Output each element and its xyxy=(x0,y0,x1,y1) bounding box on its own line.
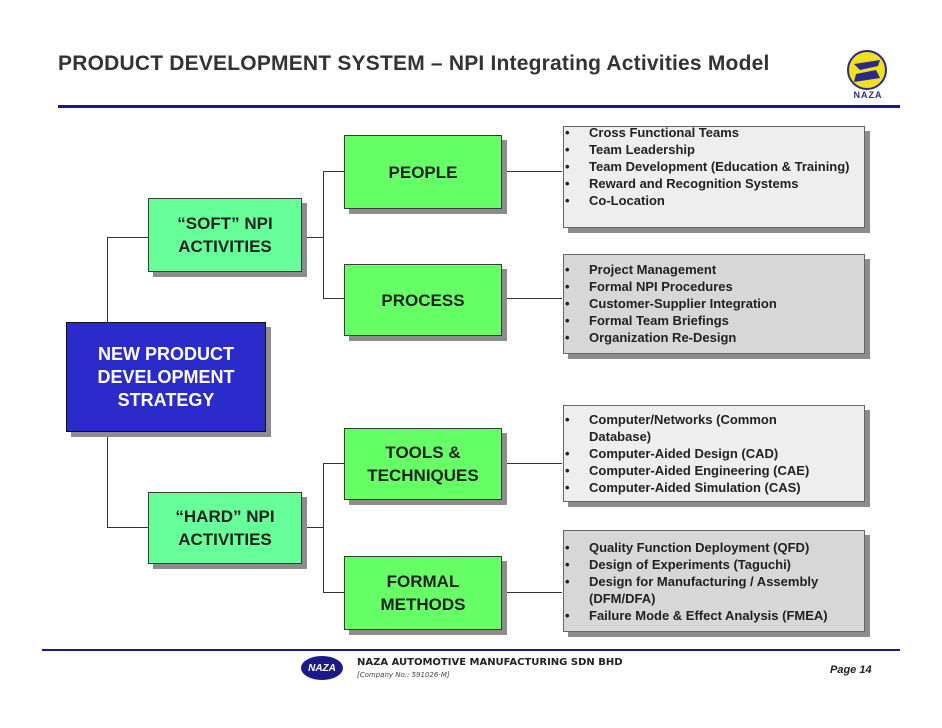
list-item: Team Development (Education & Training) xyxy=(562,158,862,175)
header-divider xyxy=(58,105,900,108)
tools-box: TOOLS & TECHNIQUES xyxy=(344,428,502,500)
connector xyxy=(502,592,562,593)
soft-npi-box: “SOFT” NPI ACTIVITIES xyxy=(148,198,302,272)
list-item: Customer-Supplier Integration xyxy=(562,295,862,312)
logo-text: NAZA xyxy=(853,90,883,100)
company-name: NAZA AUTOMOTIVE MANUFACTURING SDN BHD xyxy=(357,657,623,668)
process-box: PROCESS xyxy=(344,264,502,336)
connector xyxy=(107,237,149,238)
connector xyxy=(107,432,108,528)
connector xyxy=(323,463,324,593)
page-number: Page 14 xyxy=(830,664,872,676)
list-item: Quality Function Deployment (QFD) xyxy=(562,539,862,556)
list-item: Computer-Aided Design (CAD) xyxy=(562,445,862,462)
connector xyxy=(107,527,149,528)
formal-methods-list: Quality Function Deployment (QFD) Design… xyxy=(562,539,862,624)
list-item: Design for Manufacturing / Assembly (DFM… xyxy=(562,573,862,607)
connector xyxy=(323,463,345,464)
formal-methods-label: FORMAL METHODS xyxy=(380,572,466,614)
people-label: PEOPLE xyxy=(388,162,458,182)
list-item: Organization Re-Design xyxy=(562,329,862,346)
list-item: Project Management xyxy=(562,261,862,278)
list-item: Co-Location xyxy=(562,192,862,209)
footer-divider xyxy=(42,649,900,651)
strategy-label: NEW PRODUCT DEVELOPMENT STRATEGY xyxy=(97,343,235,410)
tools-label: TOOLS & TECHNIQUES xyxy=(367,443,479,485)
list-item: Failure Mode & Effect Analysis (FMEA) xyxy=(562,607,862,624)
connector xyxy=(323,171,345,172)
connector xyxy=(502,463,562,464)
process-label: PROCESS xyxy=(381,290,465,310)
list-item: Computer-Aided Simulation (CAS) xyxy=(562,479,862,496)
process-list: Project Management Formal NPI Procedures… xyxy=(562,261,862,346)
connector xyxy=(323,171,324,299)
list-item: Design of Experiments (Taguchi) xyxy=(562,556,862,573)
tools-list: Computer/Networks (Common Database) Comp… xyxy=(562,411,862,496)
list-item: Formal Team Briefings xyxy=(562,312,862,329)
strategy-box: NEW PRODUCT DEVELOPMENT STRATEGY xyxy=(66,322,266,432)
footer-logo: NAZA xyxy=(301,656,343,680)
soft-npi-label: “SOFT” NPI ACTIVITIES xyxy=(177,214,273,256)
company-number: [Company No.: 591026-M] xyxy=(357,671,450,679)
connector xyxy=(107,237,108,323)
connector xyxy=(302,237,324,238)
list-item: Cross Functional Teams xyxy=(562,124,862,141)
connector xyxy=(323,592,345,593)
hard-npi-label: “HARD” NPI ACTIVITIES xyxy=(175,507,275,549)
list-item: Reward and Recognition Systems xyxy=(562,175,862,192)
connector xyxy=(302,527,324,528)
connector xyxy=(502,298,562,299)
people-box: PEOPLE xyxy=(344,135,502,209)
people-list: Cross Functional Teams Team Leadership T… xyxy=(562,124,862,209)
connector xyxy=(502,171,562,172)
list-item: Formal NPI Procedures xyxy=(562,278,862,295)
formal-methods-box: FORMAL METHODS xyxy=(344,556,502,630)
list-item: Computer/Networks (Common Database) xyxy=(562,411,862,445)
page-title: PRODUCT DEVELOPMENT SYSTEM – NPI Integra… xyxy=(58,52,770,75)
list-item: Computer-Aided Engineering (CAE) xyxy=(562,462,862,479)
list-item: Team Leadership xyxy=(562,141,862,158)
naza-logo-icon xyxy=(847,50,887,90)
connector xyxy=(323,298,345,299)
hard-npi-box: “HARD” NPI ACTIVITIES xyxy=(148,492,302,564)
